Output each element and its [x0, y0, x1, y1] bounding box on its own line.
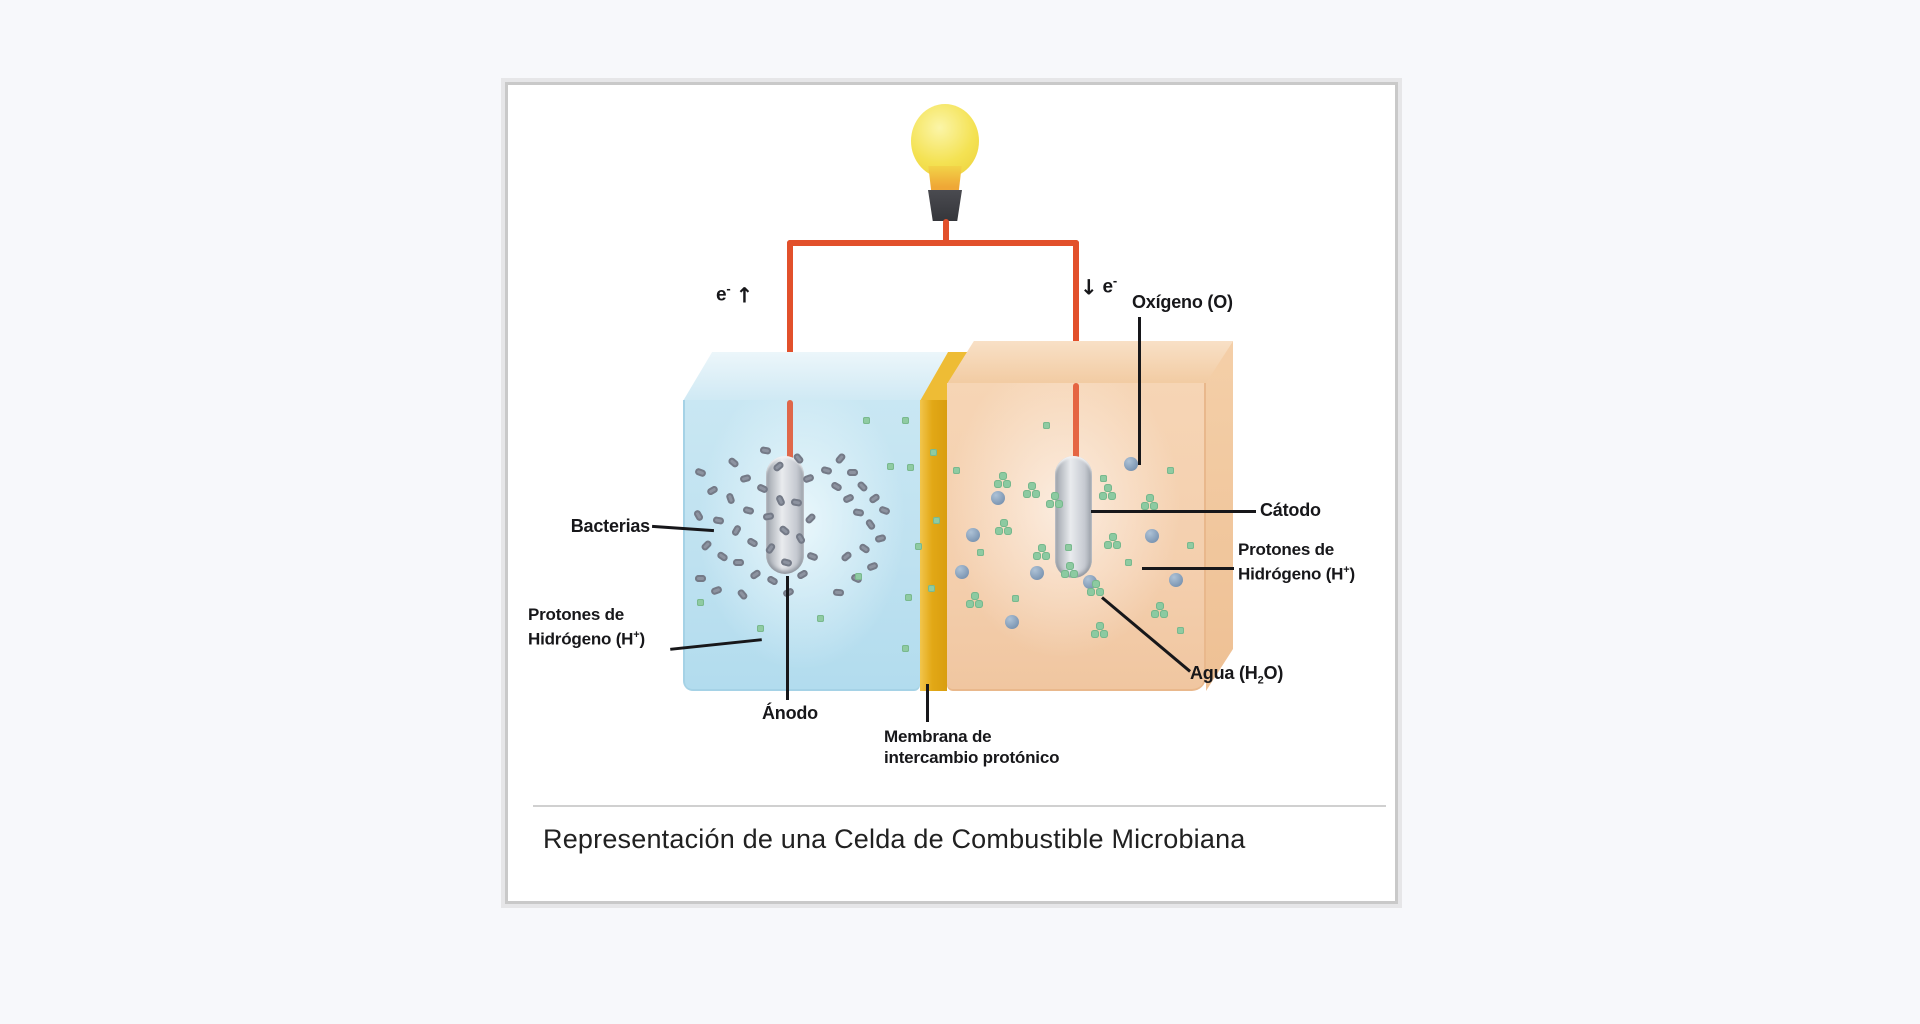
label-protones-left: Protones de Hidrógeno (H+)	[528, 604, 645, 650]
protones-sup: +	[1343, 564, 1350, 576]
agua-sub: 2	[1257, 674, 1264, 687]
light-bulb-neck	[928, 166, 962, 192]
agua-post: O)	[1263, 663, 1284, 683]
protones-line1: Protones de	[528, 605, 625, 624]
electron-symbol: e	[716, 284, 727, 306]
wire-anode-submerged	[787, 400, 793, 462]
arrow-up-icon: ↑	[735, 283, 754, 308]
electron-flow-right: ↓ e-	[1080, 270, 1117, 298]
label-bacterias: Bacterias	[570, 516, 650, 536]
membrana-line1: Membrana de	[884, 727, 992, 746]
proton-exchange-membrane	[920, 400, 947, 691]
leader-oxigeno	[1138, 317, 1141, 465]
electron-minus: -	[726, 281, 731, 296]
figure-caption: Representación de una Celda de Combustib…	[543, 824, 1246, 854]
protones-close: )	[1349, 564, 1356, 584]
wire-bulb-stem	[943, 219, 949, 245]
cathode-chamber-side-face	[1206, 341, 1233, 691]
wire-cathode-submerged	[1073, 383, 1079, 462]
protones-line1: Protones de	[1238, 540, 1335, 559]
electron-minus: -	[1112, 273, 1118, 288]
wire-horizontal	[787, 240, 1079, 246]
protones-line2: Hidrógeno (H	[528, 629, 634, 649]
leader-protones-right	[1142, 567, 1234, 570]
leader-catodo	[1091, 510, 1256, 513]
label-protones-right: Protones de Hidrógeno (H+)	[1238, 539, 1355, 585]
label-oxigeno: Oxígeno (O)	[1132, 292, 1233, 312]
anode-electrode	[766, 456, 804, 574]
leader-membrana	[926, 684, 929, 722]
label-agua: Agua (H2O)	[1190, 663, 1283, 692]
protones-line2: Hidrógeno (H	[1238, 564, 1344, 584]
cathode-chamber-top-face	[947, 341, 1233, 384]
arrow-down-icon: ↓	[1080, 275, 1098, 300]
anode-chamber-top-face	[683, 352, 948, 401]
caption-divider	[533, 805, 1386, 807]
label-catodo: Cátodo	[1260, 500, 1321, 520]
light-bulb-icon	[911, 104, 979, 178]
electron-symbol: e	[1102, 276, 1114, 298]
electron-flow-left: e- ↑	[716, 278, 753, 306]
light-bulb-socket	[928, 190, 962, 221]
protones-close: )	[639, 629, 646, 649]
wire-anode-drop	[787, 240, 793, 462]
label-anodo: Ánodo	[762, 703, 818, 723]
cathode-electrode	[1055, 456, 1092, 578]
agua-pre: Agua (H	[1190, 663, 1258, 683]
leader-anodo	[786, 576, 789, 700]
label-membrana: Membrana de intercambio protónico	[884, 726, 1059, 768]
protones-sup: +	[633, 629, 640, 641]
membrana-line2: intercambio protónico	[884, 748, 1060, 767]
